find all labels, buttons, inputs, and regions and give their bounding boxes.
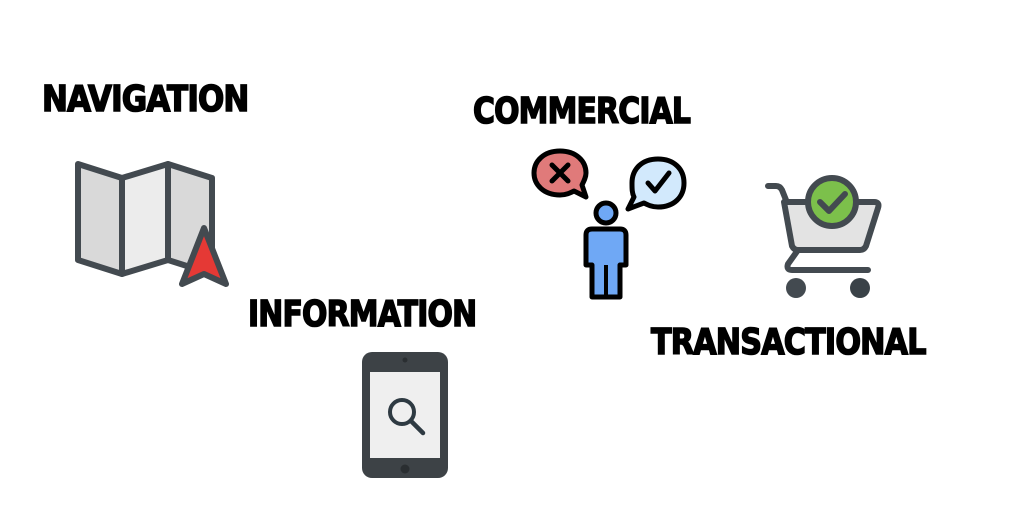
smartphone-search-icon (360, 350, 450, 480)
magnifier-icon (388, 398, 426, 436)
check-badge-icon (805, 175, 859, 229)
person-speech-bubbles-icon (530, 147, 690, 303)
person-icon (583, 200, 629, 300)
navigation-pointer-icon (179, 225, 229, 287)
map-icon (72, 158, 232, 290)
information-label: Information (247, 294, 477, 335)
approve-bubble-icon (625, 156, 687, 212)
commercial-label: Commercial (472, 91, 691, 132)
transactional-label: Transactional (650, 322, 927, 363)
reject-bubble-icon (531, 148, 589, 200)
navigation-label: Navigation (41, 79, 250, 120)
shopping-cart-check-icon (762, 172, 884, 302)
